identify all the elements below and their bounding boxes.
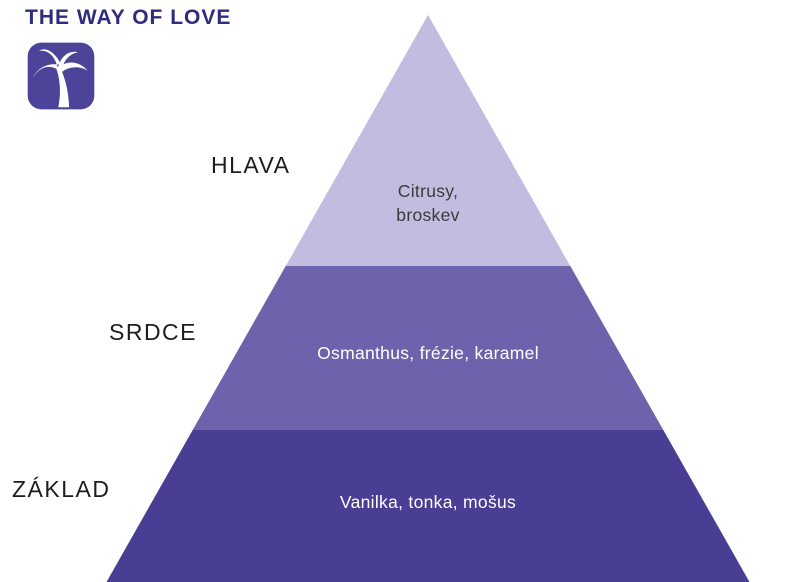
tier-notes-srdce: Osmanthus, frézie, karamel [317,343,539,363]
palm-tree-icon [27,42,95,110]
tier-top-shape [285,15,571,266]
tier-label-zaklad: ZÁKLAD [12,476,111,502]
tier-notes-hlava: Citrusy, broskev [396,181,460,225]
tier-bottom-shape [106,430,750,582]
palm-tree-glyph [33,49,88,108]
page-title: THE WAY OF LOVE [25,6,232,29]
tier-middle-shape [192,266,664,430]
tier-label-hlava: HLAVA [211,152,291,178]
tier-notes-zaklad: Vanilka, tonka, mošus [339,492,517,512]
tier-label-srdce: SRDCE [109,319,198,345]
